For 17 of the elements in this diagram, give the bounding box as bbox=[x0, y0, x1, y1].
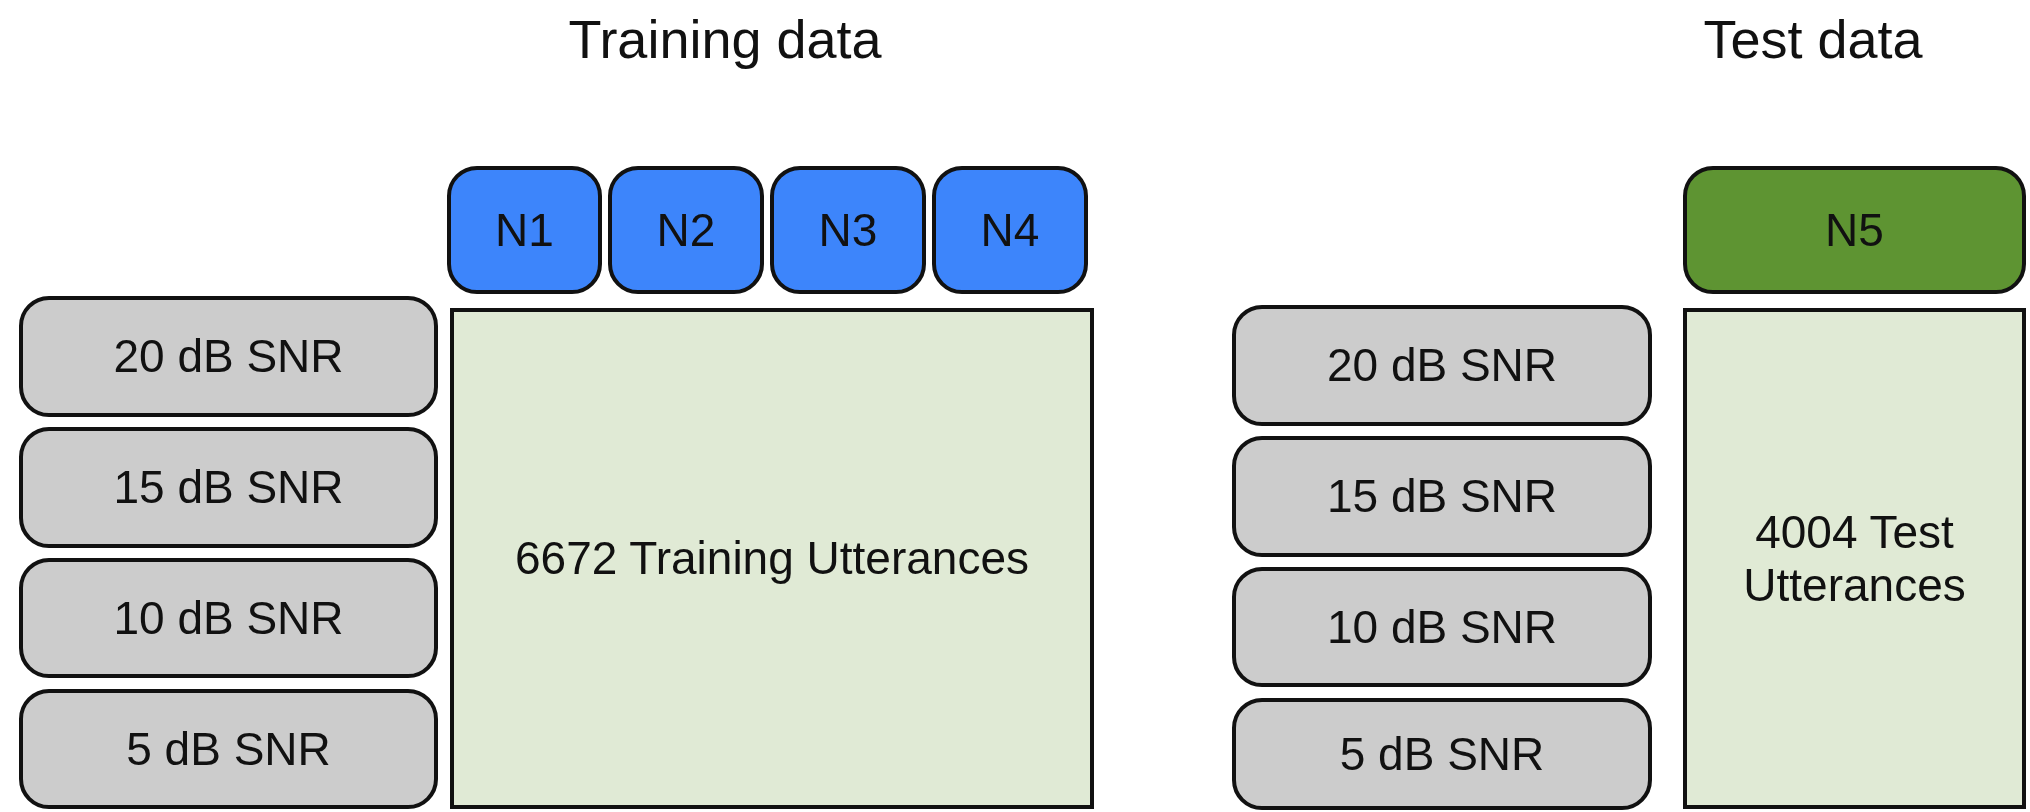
noise-type-box: N4 bbox=[932, 166, 1088, 294]
snr-level-box: 20 dB SNR bbox=[19, 296, 438, 417]
snr-level-box: 5 dB SNR bbox=[19, 689, 438, 809]
section-heading: Test data bbox=[1703, 8, 1923, 70]
snr-level-box: 15 dB SNR bbox=[19, 427, 438, 548]
section-heading: Training data bbox=[568, 8, 882, 70]
snr-level-box: 10 dB SNR bbox=[19, 558, 438, 678]
snr-level-box: 15 dB SNR bbox=[1232, 436, 1652, 557]
noise-type-box: N2 bbox=[608, 166, 764, 294]
snr-level-box: 5 dB SNR bbox=[1232, 698, 1652, 810]
noise-type-box: N3 bbox=[770, 166, 926, 294]
noise-type-box: N1 bbox=[447, 166, 602, 294]
noise-type-box: N5 bbox=[1683, 166, 2026, 294]
utterance-set-box: 6672 Training Utterances bbox=[450, 308, 1094, 809]
utterance-set-box: 4004 Test Utterances bbox=[1683, 308, 2026, 809]
snr-level-box: 20 dB SNR bbox=[1232, 305, 1652, 426]
snr-level-box: 10 dB SNR bbox=[1232, 567, 1652, 687]
